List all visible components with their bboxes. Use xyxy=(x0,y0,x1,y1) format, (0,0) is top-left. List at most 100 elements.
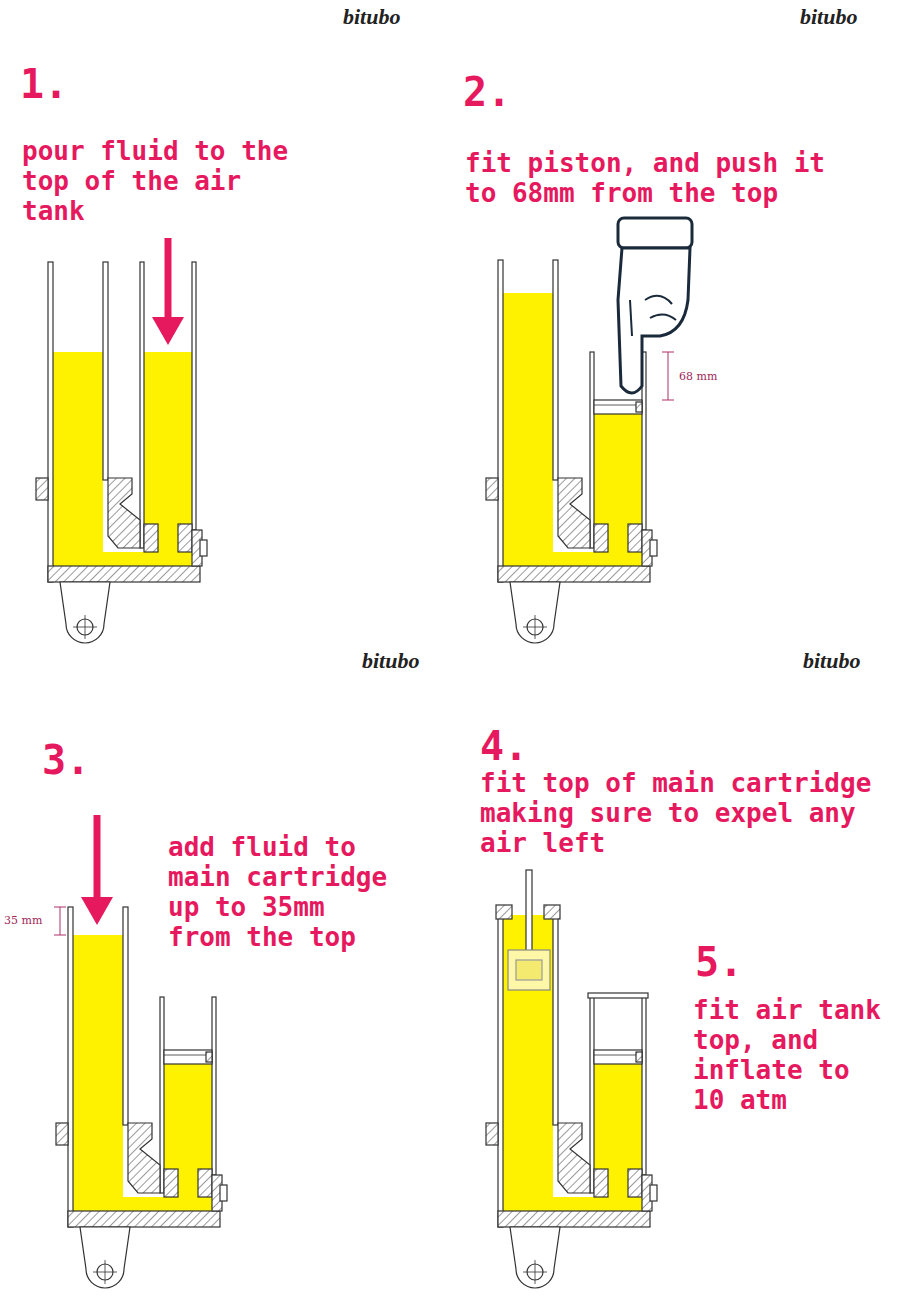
body-section xyxy=(108,478,140,548)
main-cartridge-wall xyxy=(553,907,558,1125)
dimension-line xyxy=(662,352,674,400)
piston-screw xyxy=(206,1052,212,1062)
centre-mark xyxy=(93,1260,117,1284)
fluid xyxy=(144,352,192,552)
fluid xyxy=(594,1064,642,1197)
dimension-line xyxy=(54,907,66,935)
step-number: 5. xyxy=(695,940,775,984)
step-instruction: pour fluid to the top of the air tank xyxy=(22,136,297,226)
body-section xyxy=(558,478,590,548)
eye-mount xyxy=(510,582,560,643)
logo-watermark: bitubo xyxy=(362,648,462,674)
air-tank-wall xyxy=(642,997,646,1175)
main-cartridge-wall xyxy=(498,907,503,1227)
air-tank-top xyxy=(588,993,648,998)
main-cartridge-wall xyxy=(123,907,128,1125)
collar-flange xyxy=(56,1123,68,1145)
valve-body xyxy=(594,1169,608,1197)
pour-arrow xyxy=(165,238,172,321)
fluid xyxy=(73,1197,212,1211)
pour-arrow xyxy=(94,815,101,901)
collar-flange xyxy=(486,478,498,500)
logo-watermark: bitubo xyxy=(800,4,895,30)
valve-body xyxy=(628,1169,642,1197)
fluid xyxy=(503,552,642,566)
air-tank-wall xyxy=(590,352,594,548)
air-tank-wall xyxy=(160,997,164,1193)
bolt xyxy=(650,540,657,556)
shock-absorber-section xyxy=(486,870,657,1288)
eye-mount xyxy=(80,1227,130,1288)
fluid xyxy=(53,352,103,566)
fluid xyxy=(164,1064,212,1197)
valve-body xyxy=(198,1169,212,1197)
valve-body xyxy=(164,1169,178,1197)
main-cartridge-wall xyxy=(68,907,73,1227)
step-number: 4. xyxy=(480,724,560,768)
valve-body xyxy=(594,524,608,552)
main-cartridge-wall xyxy=(103,262,108,480)
step-instruction: fit piston, and push it to 68mm from the… xyxy=(465,148,835,208)
piston-screw xyxy=(636,402,642,412)
centre-mark xyxy=(73,615,97,639)
fluid xyxy=(503,1197,642,1211)
dimension-label: 68 mm xyxy=(678,370,730,383)
piston-groove xyxy=(164,1055,212,1056)
knuckle-lines xyxy=(630,296,676,336)
base-section xyxy=(68,1211,220,1227)
collar-flange xyxy=(486,1123,498,1145)
valve-body xyxy=(628,524,642,552)
fluid xyxy=(73,935,123,1211)
cuff xyxy=(618,218,692,248)
arrow-head xyxy=(152,317,184,345)
eye-mount xyxy=(510,1227,560,1288)
centre-mark xyxy=(523,1260,547,1284)
shock-absorber-section xyxy=(36,262,207,643)
shock-absorber-section xyxy=(56,907,227,1288)
piston-groove xyxy=(594,405,642,406)
base-section xyxy=(498,566,650,582)
bolt xyxy=(200,540,207,556)
pointing-hand xyxy=(618,218,692,393)
step-number: 1. xyxy=(20,62,100,106)
valve-body xyxy=(144,524,158,552)
collar-flange xyxy=(36,478,48,500)
logo-watermark: bitubo xyxy=(343,4,443,30)
main-cartridge-wall xyxy=(498,260,503,582)
bolt xyxy=(650,1185,657,1201)
main-piston xyxy=(508,950,550,990)
cartridge-cap xyxy=(544,905,560,919)
base-section xyxy=(498,1211,650,1227)
eye-mount xyxy=(60,582,110,643)
step-instruction: fit top of main cartridge making sure to… xyxy=(480,768,892,858)
main-cartridge-wall xyxy=(553,260,558,480)
piston-valve xyxy=(516,960,542,980)
step-instruction: fit air tank top, and inflate to 10 atm xyxy=(693,995,888,1115)
body-section xyxy=(558,1123,590,1193)
base-section xyxy=(48,566,200,582)
step-number: 3. xyxy=(42,738,122,782)
air-tank-wall xyxy=(212,997,216,1175)
fluid xyxy=(503,293,553,566)
air-tank-wall xyxy=(192,262,196,530)
valve-body xyxy=(178,524,192,552)
fluid xyxy=(594,414,642,552)
air-tank-wall xyxy=(140,262,144,548)
fluid xyxy=(53,552,192,566)
bolt xyxy=(220,1185,227,1201)
main-cartridge-wall xyxy=(48,262,53,582)
fluid xyxy=(503,915,553,1211)
arrow-head xyxy=(81,897,113,925)
cartridge-cap xyxy=(496,905,512,919)
floating-piston xyxy=(594,1050,642,1064)
floating-piston xyxy=(594,400,642,414)
step-instruction: add fluid to main cartridge up to 35mm f… xyxy=(168,832,398,952)
piston-screw xyxy=(636,1052,642,1062)
body-section xyxy=(128,1123,160,1193)
centre-mark xyxy=(523,615,547,639)
air-tank-wall xyxy=(590,997,594,1193)
logo-watermark: bitubo xyxy=(803,648,898,674)
piston-groove xyxy=(594,1055,642,1056)
